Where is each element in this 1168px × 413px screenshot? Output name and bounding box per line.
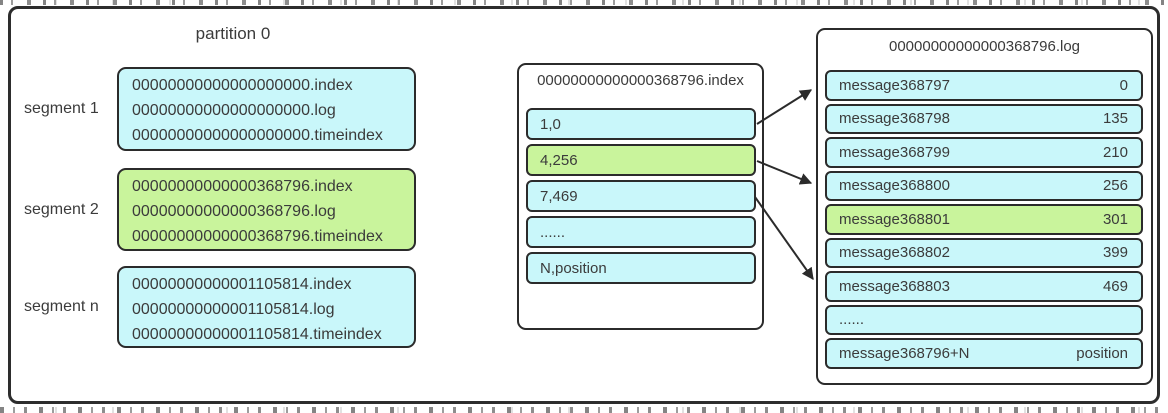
log-entry: message368796+N position bbox=[825, 338, 1143, 369]
log-entry-position: 301 bbox=[1102, 210, 1128, 228]
log-entry-position: 210 bbox=[1102, 143, 1128, 161]
index-entry-text: 4,256 bbox=[540, 151, 578, 169]
partition-title: partition 0 bbox=[195, 24, 271, 43]
log-entry-message: message368797 bbox=[839, 76, 950, 94]
segment-row: segment 2 00000000000000368796.index 000… bbox=[24, 168, 416, 251]
log-entry-list: message368797 0 message368798 135 messag… bbox=[825, 70, 1143, 369]
log-entry-message: message368796+N bbox=[839, 344, 970, 362]
log-entry: ...... bbox=[825, 304, 1143, 335]
log-entry-message: message368799 bbox=[839, 143, 950, 161]
log-entry-position: position bbox=[1076, 344, 1128, 362]
index-entry: 1,0 bbox=[526, 108, 756, 140]
segment-list: segment 1 00000000000000000000.index 000… bbox=[24, 0, 416, 413]
segment-file-timeindex: 00000000000000368796.timeindex bbox=[132, 228, 383, 245]
log-entry-message: message368801 bbox=[839, 210, 950, 228]
log-entry: message368798 135 bbox=[825, 103, 1143, 134]
log-entry: message368801 301 bbox=[825, 204, 1143, 235]
log-entry-message: message368803 bbox=[839, 277, 950, 295]
clipped-text-artifact-bottom bbox=[0, 407, 1168, 413]
segment-label: segment 1 bbox=[24, 100, 99, 117]
log-entry: message368802 399 bbox=[825, 237, 1143, 268]
index-entry-text: ...... bbox=[540, 223, 566, 241]
index-entry: 4,256 bbox=[526, 144, 756, 176]
clipped-text-artifact-top bbox=[0, 0, 1168, 5]
segment-file-timeindex: 00000000000001105814.timeindex bbox=[132, 326, 382, 343]
segment-file-log: 00000000000001105814.log bbox=[132, 301, 335, 318]
segment-row: segment 1 00000000000000000000.index 000… bbox=[24, 67, 416, 151]
log-entry-position: 0 bbox=[1119, 76, 1128, 94]
log-entry-message: message368798 bbox=[839, 110, 950, 128]
index-file-title: 00000000000000368796.index bbox=[537, 72, 744, 89]
log-entry-message: ...... bbox=[839, 311, 865, 329]
segment-label: segment n bbox=[24, 298, 99, 315]
segment-file-timeindex: 00000000000000000000.timeindex bbox=[132, 127, 383, 144]
segment-file-log: 00000000000000000000.log bbox=[132, 102, 336, 119]
segment-file-index: 00000000000000368796.index bbox=[132, 178, 353, 195]
segment-file-index: 00000000000001105814.index bbox=[132, 276, 352, 293]
log-entry: message368797 0 bbox=[825, 70, 1143, 101]
log-entry-position: 135 bbox=[1102, 110, 1128, 128]
segment-file-index: 00000000000000000000.index bbox=[132, 77, 353, 94]
segment-file-log: 00000000000000368796.log bbox=[132, 203, 336, 220]
segment-files-box: 00000000000000368796.index 0000000000000… bbox=[117, 168, 416, 251]
index-file-box: 00000000000000368796.index 1,0 4,256 7,4… bbox=[517, 63, 764, 330]
log-entry-position: 256 bbox=[1102, 177, 1128, 195]
log-entry-message: message368800 bbox=[839, 177, 950, 195]
index-entry-text: N,position bbox=[540, 259, 607, 277]
log-entry-message: message368802 bbox=[839, 244, 950, 262]
segment-label: segment 2 bbox=[24, 200, 99, 218]
log-entry-position: 399 bbox=[1102, 244, 1128, 262]
index-entry: ...... bbox=[526, 216, 756, 248]
index-entry: N,position bbox=[526, 252, 756, 284]
log-entry: message368803 469 bbox=[825, 271, 1143, 302]
segment-row: segment n 00000000000001105814.index 000… bbox=[24, 266, 416, 348]
log-file-title: 00000000000000368796.log bbox=[888, 38, 1081, 55]
log-entry: message368799 210 bbox=[825, 137, 1143, 168]
index-entry-text: 7,469 bbox=[540, 187, 578, 205]
index-entry-list: 1,0 4,256 7,469 ...... N,position bbox=[526, 108, 756, 284]
index-entry: 7,469 bbox=[526, 180, 756, 212]
log-file-box: 00000000000000368796.log message368797 0… bbox=[816, 28, 1153, 385]
index-entry-text: 1,0 bbox=[540, 115, 561, 133]
log-entry-position: 469 bbox=[1102, 277, 1128, 295]
segment-files-box: 00000000000000000000.index 0000000000000… bbox=[117, 67, 416, 151]
segment-files-box: 00000000000001105814.index 0000000000000… bbox=[117, 266, 416, 348]
log-entry: message368800 256 bbox=[825, 170, 1143, 201]
